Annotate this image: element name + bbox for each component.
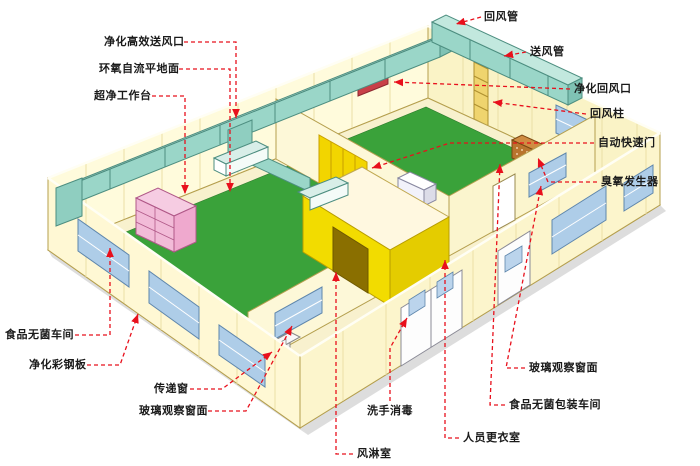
leader-hepa-supply-outlet	[184, 41, 240, 118]
label-epoxy-floor: 环氧自流平地面	[99, 62, 180, 75]
air-shower-doorway	[332, 226, 369, 294]
label-transfer-window: 传递窗	[154, 382, 189, 395]
leader-auto-quick-door	[371, 142, 594, 169]
label-food-sterile-workshop: 食品无菌车间	[5, 328, 74, 341]
front-left-window-2	[148, 270, 200, 340]
leader-transfer-window	[190, 351, 273, 390]
leader-lines	[75, 16, 597, 455]
side-door	[497, 230, 531, 306]
label-ozone-generator: 臭氧发生器	[601, 175, 659, 188]
leader-air-shower	[332, 272, 353, 455]
label-glass-window-left: 玻璃观察窗面	[139, 404, 208, 417]
front-right-window-2	[623, 164, 654, 212]
main-supply-duct	[55, 29, 455, 227]
front-right-window-1	[551, 185, 607, 255]
label-return-air-duct: 回风管	[484, 10, 519, 23]
wall-top-edges	[47, 24, 661, 358]
leader-supply-air-duct	[503, 50, 527, 59]
front-left-window-1	[77, 218, 130, 288]
label-hand-wash: 洗手消毒	[367, 404, 413, 417]
label-packaging-workshop: 食品无菌包装车间	[509, 398, 601, 411]
clean-bench-unit	[134, 187, 198, 253]
label-clean-steel-panel: 净化彩钢板	[29, 358, 87, 371]
return-duct	[430, 14, 584, 106]
leader-glass-window-left	[208, 325, 293, 412]
duct-elbow	[55, 177, 83, 227]
hepa-diffuser-2	[296, 176, 350, 211]
label-supply-air-duct: 送风管	[530, 45, 565, 58]
label-return-air-inlet: 净化回风口	[574, 82, 632, 95]
leader-packaging-workshop	[489, 163, 505, 406]
leader-return-air-inlet	[393, 78, 571, 90]
duct-system	[55, 14, 584, 227]
hepa-diffuser-1	[212, 140, 270, 177]
label-hepa-supply-outlet: 净化高效送风口	[104, 35, 185, 48]
label-glass-window-right: 玻璃观察窗面	[529, 361, 598, 374]
label-air-shower: 风淋室	[357, 447, 392, 460]
label-auto-quick-door: 自动快速门	[598, 136, 656, 149]
leader-hand-wash	[389, 317, 408, 401]
leader-glass-window-right	[505, 185, 544, 369]
leader-return-air-duct	[455, 16, 482, 26]
label-clean-bench: 超净工作台	[94, 89, 152, 102]
front-left-wall	[47, 177, 301, 429]
leader-clean-bench	[152, 95, 189, 194]
leader-ozone-generator	[537, 157, 597, 183]
leader-epoxy-floor	[179, 68, 234, 192]
leader-changing-room	[441, 260, 459, 439]
label-return-air-column: 回风柱	[590, 107, 625, 120]
leader-food-sterile-workshop	[75, 248, 114, 336]
label-changing-room: 人员更衣室	[463, 431, 521, 444]
leader-return-air-column	[492, 99, 587, 115]
leader-clean-steel-panel	[87, 313, 139, 366]
front-right-wall	[299, 132, 661, 429]
